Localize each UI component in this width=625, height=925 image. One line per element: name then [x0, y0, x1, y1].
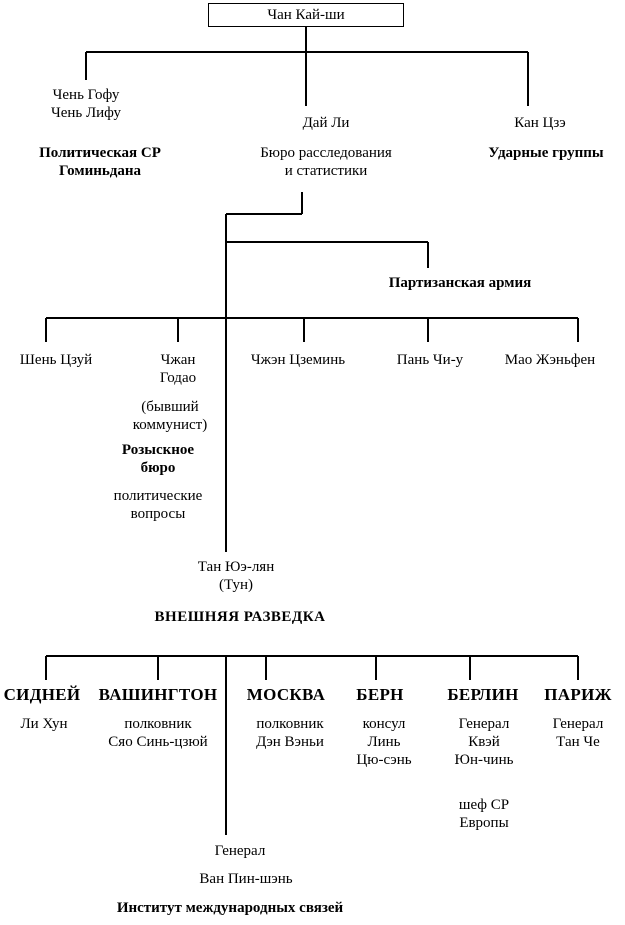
city-berlin: БЕРЛИН — [447, 685, 519, 704]
zhang-org-2: бюро — [140, 460, 176, 476]
tan-name: Тан Юэ-лян — [197, 559, 275, 575]
node-chen-org: Политическая СР Гоминьдана — [39, 144, 161, 180]
person-moscow: полковник Дэн Вэньи — [256, 715, 324, 751]
node-zhang-sub: политические вопросы — [114, 487, 203, 523]
city-moscow: МОСКВА — [246, 685, 326, 704]
berlin-name-1: Квэй — [468, 734, 500, 750]
node-shen: Шень Цзуй — [19, 352, 93, 368]
chen-name-2: Чень Лифу — [50, 105, 122, 121]
city-bern: БЕРН — [356, 685, 404, 704]
berlin-title: Генерал — [458, 716, 510, 732]
node-tan: Тан Юэ-лян (Тун) — [198, 558, 275, 594]
paris-name: Тан Че — [556, 734, 600, 750]
bern-name-2: Цю-сэнь — [356, 752, 412, 768]
city-paris: ПАРИЖ — [544, 685, 612, 704]
zhang-name-2: Годао — [159, 370, 197, 386]
person-berlin: Генерал Квэй Юн-чинь — [455, 715, 514, 769]
person-washington: полковник Сяо Синь-цзюй — [108, 715, 207, 751]
berlin-extra: шеф СР Европы — [459, 796, 509, 832]
city-washington: ВАШИНГТОН — [98, 685, 218, 704]
moscow-name: Дэн Вэньи — [256, 734, 324, 750]
root-label: Чан Кай-ши — [267, 6, 345, 23]
zhang-note-2: коммунист) — [132, 417, 208, 433]
zhang-note-1: (бывший — [141, 399, 199, 415]
node-zhang-org: Розыскное бюро — [122, 441, 194, 477]
zhang-org-1: Розыскное — [121, 442, 195, 458]
zhang-sub-1: политические — [113, 488, 203, 504]
washington-name: Сяо Синь-цзюй — [108, 734, 208, 750]
node-zhzhen: Чжэн Цземинь — [250, 352, 346, 368]
moscow-title: полковник — [256, 716, 324, 732]
berlin-extra-1: шеф СР — [458, 797, 510, 813]
person-bern: консул Линь Цю-сэнь — [356, 715, 411, 769]
dai-org-line-1: Бюро расследования — [260, 145, 392, 161]
institute-name: Ван Пин-шэнь — [199, 871, 293, 887]
zhang-name-1: Чжан — [160, 352, 196, 368]
chen-name-1: Чень Гофу — [52, 87, 120, 103]
institute-org: Институт международных связей — [116, 900, 344, 916]
berlin-extra-2: Европы — [459, 815, 509, 831]
node-zhang-name: Чжан Годао — [160, 351, 196, 387]
person-paris: Генерал Тан Че — [553, 715, 604, 751]
root-node: Чан Кай-ши — [208, 3, 404, 27]
chen-org-line-2: Гоминьдана — [58, 163, 142, 179]
node-kan-name: Кан Цзэ — [514, 115, 566, 131]
washington-title: полковник — [124, 716, 192, 732]
city-sydney: СИДНЕЙ — [3, 685, 81, 704]
node-zhang-note: (бывший коммунист) — [133, 398, 208, 434]
tan-alias: (Тун) — [219, 577, 253, 593]
node-mao: Мао Жэньфен — [504, 352, 596, 368]
node-dai-name: Дай Ли — [302, 115, 350, 131]
node-chen-names: Чень Гофу Чень Лифу — [51, 86, 121, 122]
chen-org-line-1: Политическая СР — [39, 145, 161, 161]
zhang-sub-2: вопросы — [130, 506, 186, 522]
dai-org-line-2: и статистики — [284, 163, 368, 179]
paris-title: Генерал — [552, 716, 604, 732]
node-partisan-army: Партизанская армия — [388, 275, 532, 291]
bern-name-1: Линь — [367, 734, 401, 750]
person-sydney: Ли Хун — [20, 716, 68, 732]
node-dai-org: Бюро расследования и статистики — [260, 144, 392, 180]
bern-title: консул — [362, 716, 406, 732]
institute-title: Генерал — [214, 843, 266, 859]
berlin-name-2: Юн-чинь — [454, 752, 514, 768]
node-foreign-intelligence: ВНЕШНЯЯ РАЗВЕДКА — [154, 609, 326, 625]
node-pan: Пань Чи-у — [396, 352, 464, 368]
node-kan-org: Ударные группы — [488, 145, 604, 161]
